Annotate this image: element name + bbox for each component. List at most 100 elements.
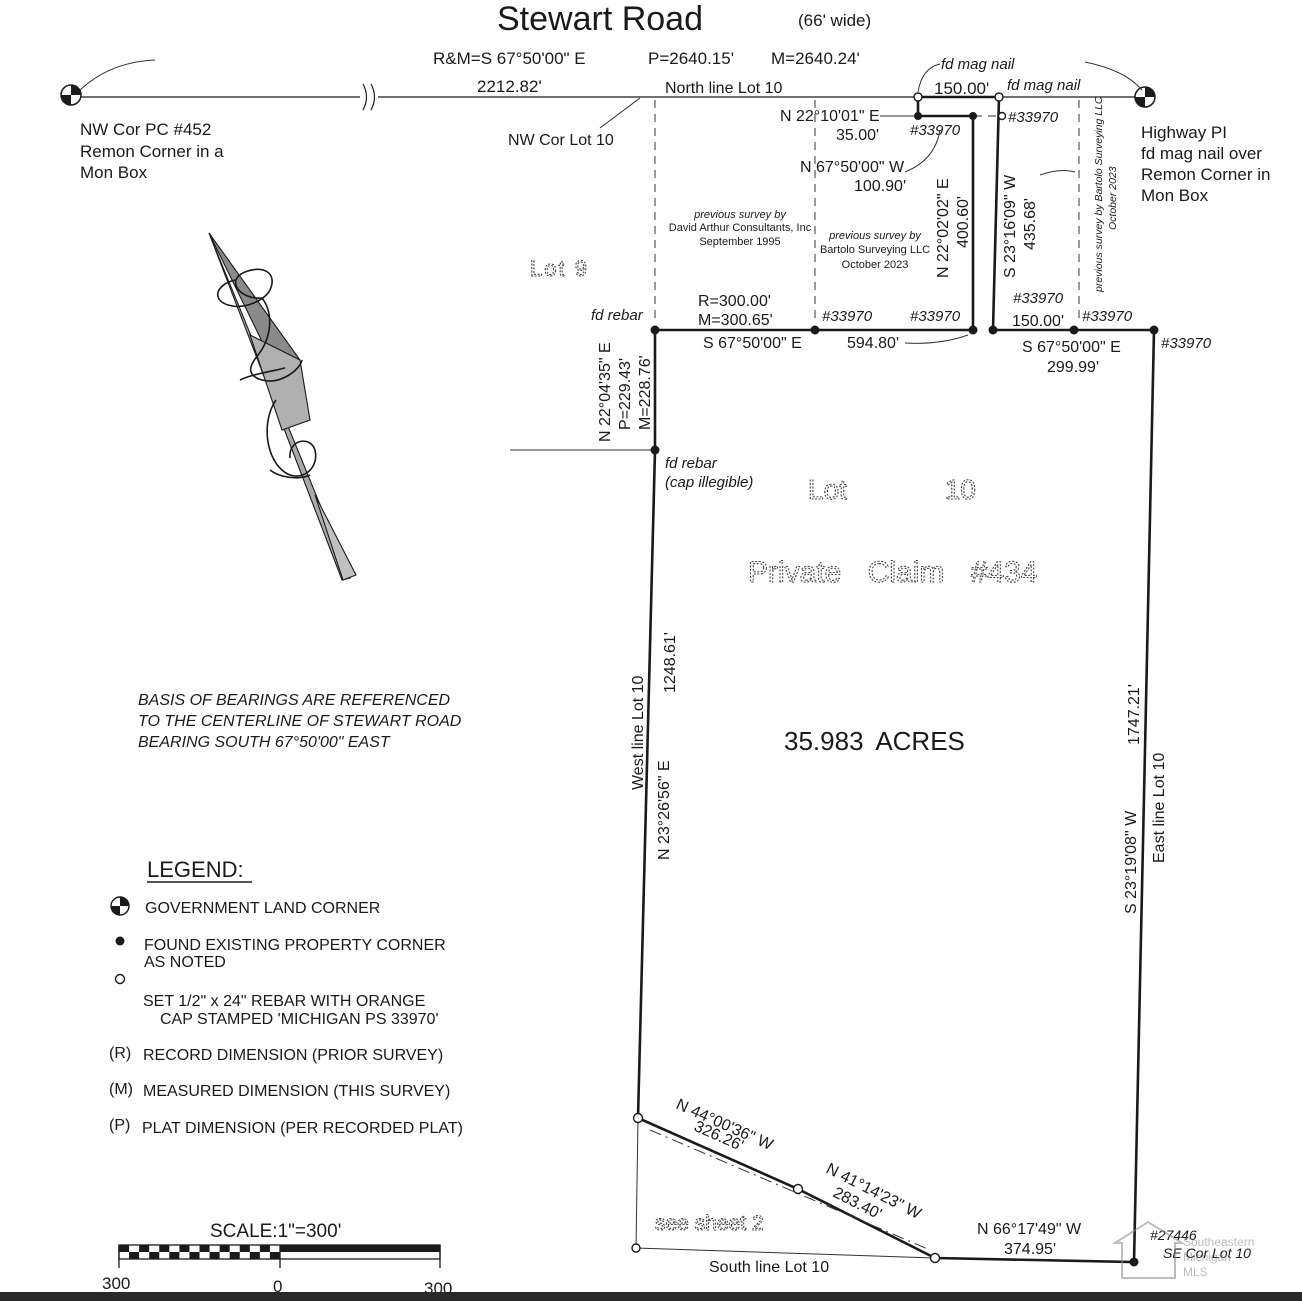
nail-distance: 150.00' — [934, 79, 989, 98]
nw-lot-leader — [599, 97, 641, 129]
bartolo-rotated-line2: October 2023 — [1107, 166, 1119, 230]
road-width: (66' wide) — [798, 11, 871, 30]
n22-distance: 35.00' — [836, 127, 879, 144]
watermark-line1: Southeastern — [1183, 1235, 1254, 1249]
west-bearing: N 23°26'56" E — [656, 760, 673, 860]
west-upper-measured: M=228.76' — [637, 355, 654, 430]
scale-check — [179, 1245, 190, 1252]
curve-radius: R=300.00' — [698, 293, 771, 310]
cap-number: #33970 — [1161, 335, 1212, 352]
mag-nail-leader — [917, 63, 941, 93]
legend-set-line2: CAP STAMPED 'MICHIGAN PS 33970' — [160, 1011, 439, 1028]
nw-lot-corner: NW Cor Lot 10 — [508, 132, 614, 149]
rebar-label: fd rebar — [665, 455, 718, 472]
nw-pc-corner-line3: Mon Box — [80, 163, 148, 182]
found-corners — [650, 112, 1159, 1267]
mls-watermark-logo: Southeastern Michigan MLS — [1111, 1220, 1254, 1279]
government-land-corner-icon — [110, 896, 130, 916]
south-bearing-c: S 67°50'00" E — [1022, 339, 1121, 356]
scale-check — [129, 1252, 140, 1259]
cap-number: #33970 — [822, 308, 873, 325]
east-bearing: S 23°19'08" W — [1123, 810, 1140, 914]
west-upper-plat: P=229.43' — [617, 358, 634, 430]
cap-number: #33970 — [910, 122, 961, 139]
mag-nail-label-west: fd mag nail — [941, 56, 1015, 73]
watermark-line2: Michigan — [1183, 1250, 1231, 1264]
east-distance: 1747.21' — [1126, 684, 1143, 745]
scale-check — [149, 1252, 160, 1259]
s2316-distance: 435.68' — [1022, 198, 1039, 250]
south-a-leader — [904, 334, 969, 344]
west-distance: 1248.61' — [662, 632, 679, 693]
basis-line3: BEARING SOUTH 67°50'00" EAST — [138, 734, 391, 751]
south-distance-c: 299.99' — [1047, 359, 1099, 376]
highway-pi-line4: Mon Box — [1141, 186, 1209, 205]
north-record-bearing: R&M=S 67°50'00" E — [433, 49, 586, 68]
bartolo-survey-line2: Bartolo Surveying LLC — [820, 244, 930, 256]
claim-label: Private Claim #434 — [748, 556, 1037, 589]
scale-check — [259, 1245, 270, 1252]
highway-corner-leader — [1084, 61, 1143, 91]
nw-corner-leader — [79, 59, 156, 91]
basis-line2: TO THE CENTERLINE OF STEWART ROAD — [138, 713, 462, 730]
scale-check — [269, 1252, 280, 1259]
legend-p-key: (P) — [109, 1117, 130, 1134]
se-lot-corner: SE Cor Lot 10 — [1163, 1245, 1251, 1261]
n67-distance: 100.90' — [854, 178, 906, 195]
highway-pi-line1: Highway PI — [1141, 123, 1227, 142]
legend-r-text: RECORD DIMENSION (PRIOR SURVEY) — [143, 1047, 443, 1064]
scale-bar — [118, 1244, 441, 1268]
bartolo-rotated-line1: previous survey by Bartolo Surveying LLC — [1093, 96, 1105, 293]
legend-p-text: PLAT DIMENSION (PER RECORDED PLAT) — [142, 1120, 463, 1137]
cap-number: #33970 — [1013, 290, 1064, 307]
n2202-bearing: N 22°02'02" E — [935, 178, 952, 278]
north-measured-distance: M=2640.24' — [771, 49, 860, 68]
south-distance-b: 150.00' — [1012, 313, 1064, 330]
bartolo-survey-line1: previous survey by — [828, 230, 922, 242]
legend-set-line1: SET 1/2" x 24" REBAR WITH ORANGE — [143, 993, 425, 1010]
scale-check — [169, 1252, 180, 1259]
south-distance-a: 594.80' — [847, 335, 899, 352]
s66-bearing: N 66°17'49" W — [977, 1221, 1082, 1238]
legend-m-text: MEASURED DIMENSION (THIS SURVEY) — [143, 1083, 450, 1100]
scale-check — [219, 1245, 230, 1252]
highway-pi-line3: Remon Corner in — [1141, 165, 1270, 184]
set-corners — [631, 92, 1007, 1264]
legend-r-key: (R) — [109, 1045, 131, 1062]
scale-check — [249, 1252, 260, 1259]
bottom-border — [0, 1292, 1302, 1301]
s66-distance: 374.95' — [1004, 1241, 1056, 1258]
east-line-label: East line Lot 10 — [1151, 753, 1168, 863]
basis-line1: BASIS OF BEARINGS ARE REFERENCED — [138, 692, 451, 709]
cap-illegible-label: (cap illegible) — [665, 474, 753, 491]
n67-leader — [904, 129, 941, 173]
scale-check — [239, 1245, 250, 1252]
s2316-bearing: S 23°16'09" W — [1002, 174, 1019, 278]
scale-check — [159, 1245, 170, 1252]
s2316-leader — [1039, 170, 1076, 176]
north-segment-distance: 2212.82' — [477, 77, 542, 96]
legend-m-key: (M) — [109, 1081, 133, 1098]
lot9-label: Lot 9 — [530, 256, 589, 281]
n67-bearing: N 67°50'00" W — [800, 159, 905, 176]
scale-mid: 0 — [273, 1277, 282, 1296]
n2202-distance: 400.60' — [955, 196, 972, 248]
bartolo-survey-line3: October 2023 — [842, 259, 909, 271]
see-sheet-label: see sheet 2 — [655, 1212, 764, 1235]
scale-left: 300 — [102, 1274, 130, 1293]
nw-pc-corner-line2: Remon Corner in a — [80, 142, 224, 161]
watermark-line3: MLS — [1183, 1265, 1208, 1279]
scale-check — [139, 1245, 150, 1252]
cap-number: #33970 — [1082, 308, 1133, 325]
cap-number: #33970 — [1008, 109, 1059, 126]
scale-check — [119, 1245, 130, 1252]
david-survey-line2: David Arthur Consultants, Inc — [669, 222, 812, 234]
sheet2-dash-line — [649, 1129, 931, 1251]
acres-label: 35.983 ACRES — [784, 726, 965, 756]
n22-bearing: N 22°10'01" E — [780, 108, 880, 125]
north-arrow-icon — [208, 232, 357, 581]
found-corner-icon — [115, 936, 125, 946]
legend-glc: GOVERNMENT LAND CORNER — [145, 900, 380, 917]
legend-title: LEGEND: — [147, 857, 244, 882]
